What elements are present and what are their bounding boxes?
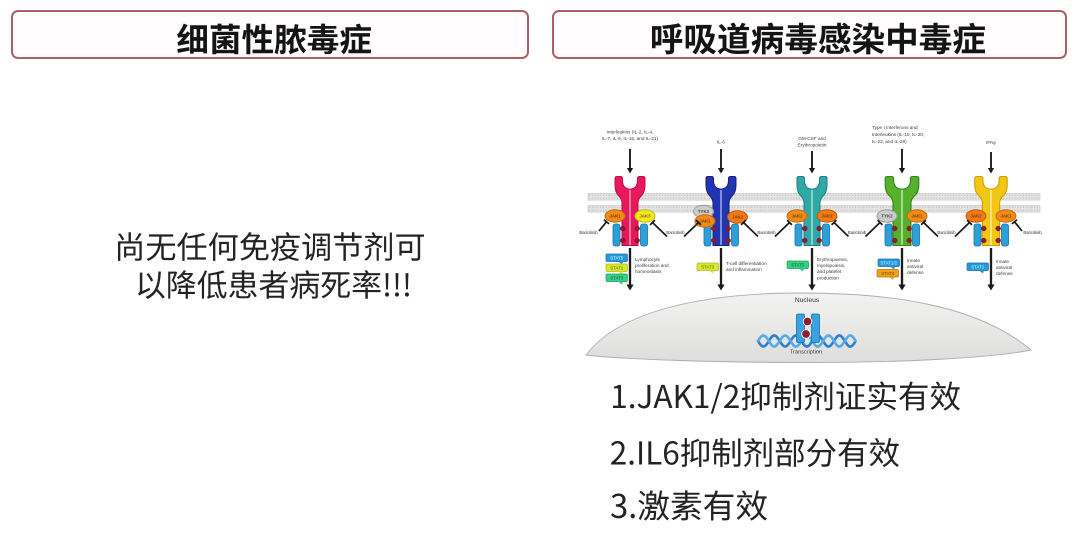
svg-text:production: production (817, 275, 839, 280)
svg-text:Lymphocyte: Lymphocyte (635, 257, 660, 262)
svg-text:Innate: Innate (907, 258, 920, 263)
svg-text:JAK2: JAK2 (821, 214, 833, 219)
svg-text:Innate: Innate (996, 259, 1009, 264)
svg-text:STAT3: STAT3 (610, 276, 624, 281)
svg-text:T-cell differentiation: T-cell differentiation (726, 261, 767, 266)
svg-text:and inflammation: and inflammation (726, 267, 762, 272)
svg-text:TYK2: TYK2 (698, 209, 710, 214)
svg-text:JAK1: JAK1 (1000, 214, 1012, 219)
svg-text:IL-7, IL-9, IL-15, and IL-21): IL-7, IL-9, IL-15, and IL-21) (602, 136, 658, 141)
svg-text:antiviral: antiviral (996, 265, 1012, 270)
svg-text:Baricitinib: Baricitinib (666, 230, 685, 235)
svg-text:Baricitinib: Baricitinib (848, 230, 867, 235)
svg-text:GM-CSF and: GM-CSF and (798, 136, 826, 141)
svg-text:Nucleus: Nucleus (795, 297, 820, 304)
svg-text:Baricitinib: Baricitinib (579, 230, 598, 235)
svg-text:STAT5: STAT5 (791, 263, 805, 268)
svg-text:defense: defense (996, 271, 1013, 276)
svg-text:Type I Interferons and: Type I Interferons and (872, 125, 918, 130)
svg-text:JAK1: JAK1 (609, 214, 621, 219)
svg-text:and platelet: and platelet (817, 269, 842, 274)
svg-text:IL-22, and IL-28): IL-22, and IL-28) (872, 139, 907, 144)
svg-text:Erythropoiesis,: Erythropoiesis, (817, 257, 848, 262)
svg-text:IFNγ: IFNγ (986, 140, 997, 145)
svg-text:STAT5: STAT5 (610, 256, 624, 261)
svg-text:myelopoiesis,: myelopoiesis, (817, 263, 845, 268)
svg-text:STAT1: STAT1 (971, 265, 985, 270)
svg-text:Transcription: Transcription (790, 350, 822, 356)
svg-text:Interleukins (IL-2, IL-4,: Interleukins (IL-2, IL-4, (607, 130, 654, 135)
svg-text:antiviral: antiviral (907, 264, 923, 269)
svg-text:Baricitinib: Baricitinib (937, 230, 956, 235)
svg-text:STAT4: STAT4 (881, 271, 895, 276)
svg-text:JAK2: JAK2 (970, 214, 982, 219)
svg-text:Baricitinib: Baricitinib (1023, 230, 1042, 235)
svg-text:JAK1: JAK1 (699, 219, 711, 224)
svg-text:JAK2: JAK2 (791, 214, 803, 219)
svg-text:defense: defense (907, 270, 924, 275)
svg-text:STAT1/2: STAT1/2 (880, 261, 897, 266)
svg-text:JAK2: JAK2 (732, 215, 744, 220)
svg-text:proliferation and: proliferation and (635, 263, 669, 268)
svg-text:STAT3: STAT3 (701, 265, 715, 270)
svg-text:JAK1: JAK1 (911, 214, 923, 219)
svg-text:Erythropoietin: Erythropoietin (798, 143, 827, 148)
svg-text:Baricitinib: Baricitinib (757, 230, 776, 235)
svg-text:TYK2: TYK2 (881, 214, 893, 219)
svg-text:IL-6: IL-6 (717, 140, 725, 145)
svg-text:STAT1: STAT1 (610, 266, 624, 271)
svg-text:homeostasis: homeostasis (635, 269, 662, 274)
svg-text:JAK3: JAK3 (639, 214, 651, 219)
svg-text:Interleukins (IL-10, IL-20,: Interleukins (IL-10, IL-20, (872, 132, 924, 137)
